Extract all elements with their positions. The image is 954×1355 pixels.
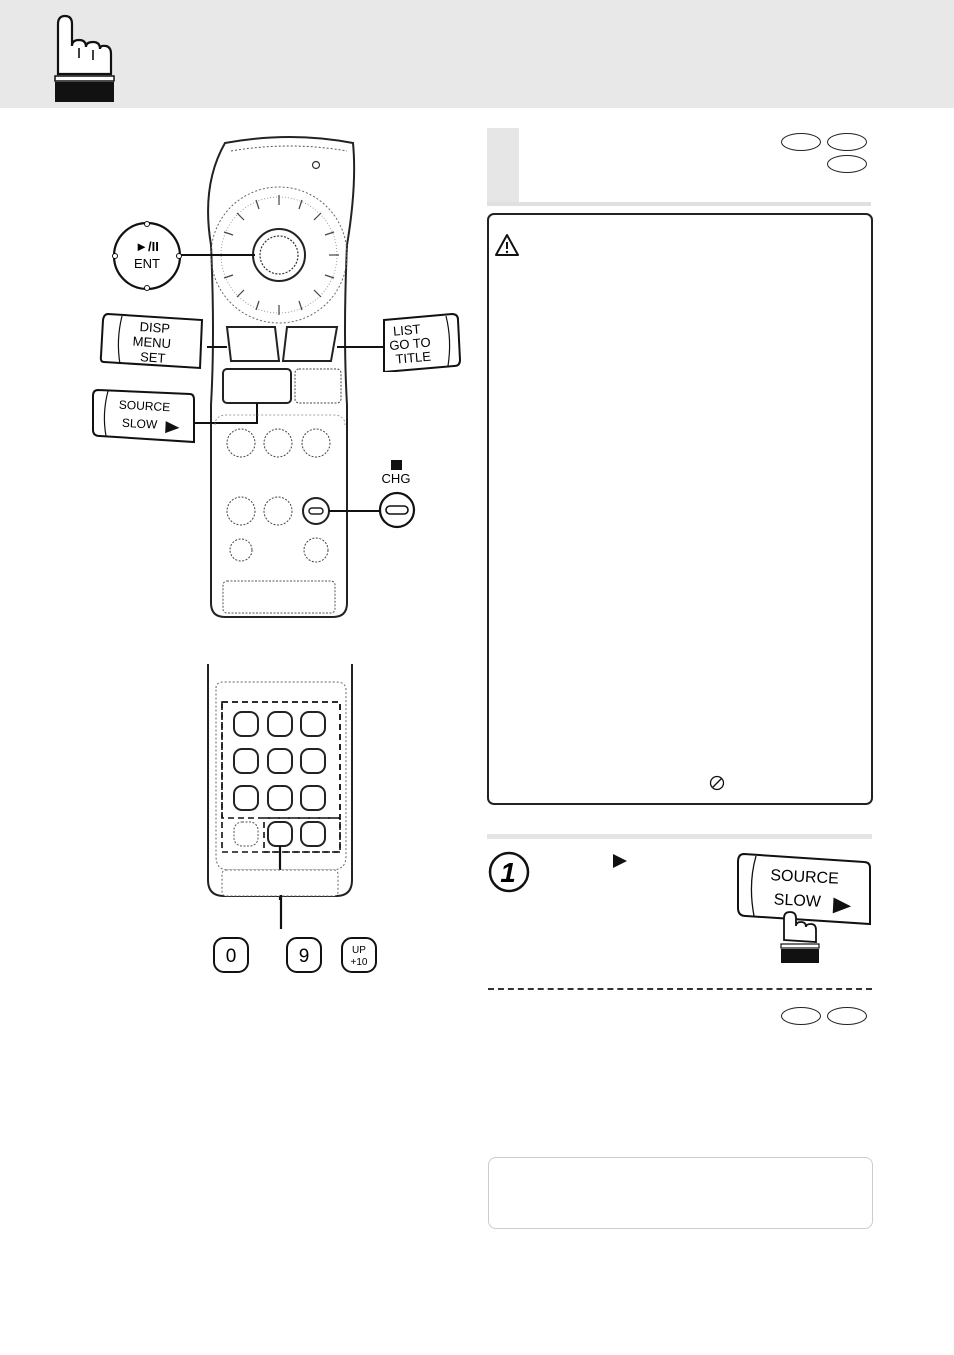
disc-format-mark (827, 133, 867, 151)
goto-label: GO TO (389, 335, 432, 354)
section-divider (487, 834, 872, 839)
pressing-hand-icon (780, 911, 820, 963)
disp-menu-set-button[interactable]: DISP MENU SET (98, 310, 210, 372)
play-pause-label: ►/II (135, 239, 159, 254)
remote-control-top (175, 136, 383, 618)
step-number-badge: 1 (488, 851, 530, 893)
chg-label: CHG (382, 471, 411, 486)
enter-label: ENT (134, 256, 160, 271)
prohibited-icon (709, 775, 725, 791)
disc-format-mark (827, 1007, 867, 1025)
warning-icon (495, 234, 519, 256)
section-heading-tab (487, 128, 519, 202)
key-up-label: UP (352, 945, 366, 956)
source-slow-button[interactable]: SOURCE SLOW (90, 386, 198, 446)
key-up-plus10[interactable]: UP +10 (340, 936, 378, 974)
play-arrow-icon (613, 854, 627, 868)
key-zero-label: 0 (226, 946, 237, 967)
step-number: 1 (500, 857, 516, 888)
pointing-hand-icon (54, 14, 115, 102)
stop-chg-button[interactable]: CHG (372, 456, 422, 532)
key-zero[interactable]: 0 (212, 936, 250, 974)
key-nine[interactable]: 9 (285, 936, 323, 974)
keypad-callout-line (279, 895, 283, 929)
list-label: LIST (392, 321, 421, 338)
stop-icon (391, 460, 402, 470)
source-slow-button-illustration: SOURCE SLOW (737, 852, 871, 963)
menu-label: MENU (132, 334, 171, 352)
disc-format-mark (781, 133, 821, 151)
play-pause-enter-button[interactable]: ►/II ENT (110, 220, 184, 292)
key-nine-label: 9 (299, 946, 310, 967)
source-big-label: SOURCE (770, 867, 839, 888)
list-goto-title-button[interactable]: LIST GO TO TITLE (376, 310, 464, 372)
caution-panel (487, 213, 873, 805)
section-heading-bar (487, 128, 871, 206)
slow-label: SLOW (122, 416, 159, 432)
header-band (0, 0, 954, 108)
remote-control-keypad (207, 664, 353, 900)
title-label: TITLE (395, 349, 432, 367)
note-box (488, 1157, 873, 1229)
disc-format-mark (827, 155, 867, 173)
disc-format-mark (781, 1007, 821, 1025)
key-plus10-label: +10 (351, 957, 368, 968)
set-label: SET (140, 349, 166, 366)
disp-label: DISP (139, 319, 170, 336)
source-label: SOURCE (119, 398, 171, 415)
slow-big-label: SLOW (773, 891, 822, 910)
dashed-separator (488, 988, 872, 990)
